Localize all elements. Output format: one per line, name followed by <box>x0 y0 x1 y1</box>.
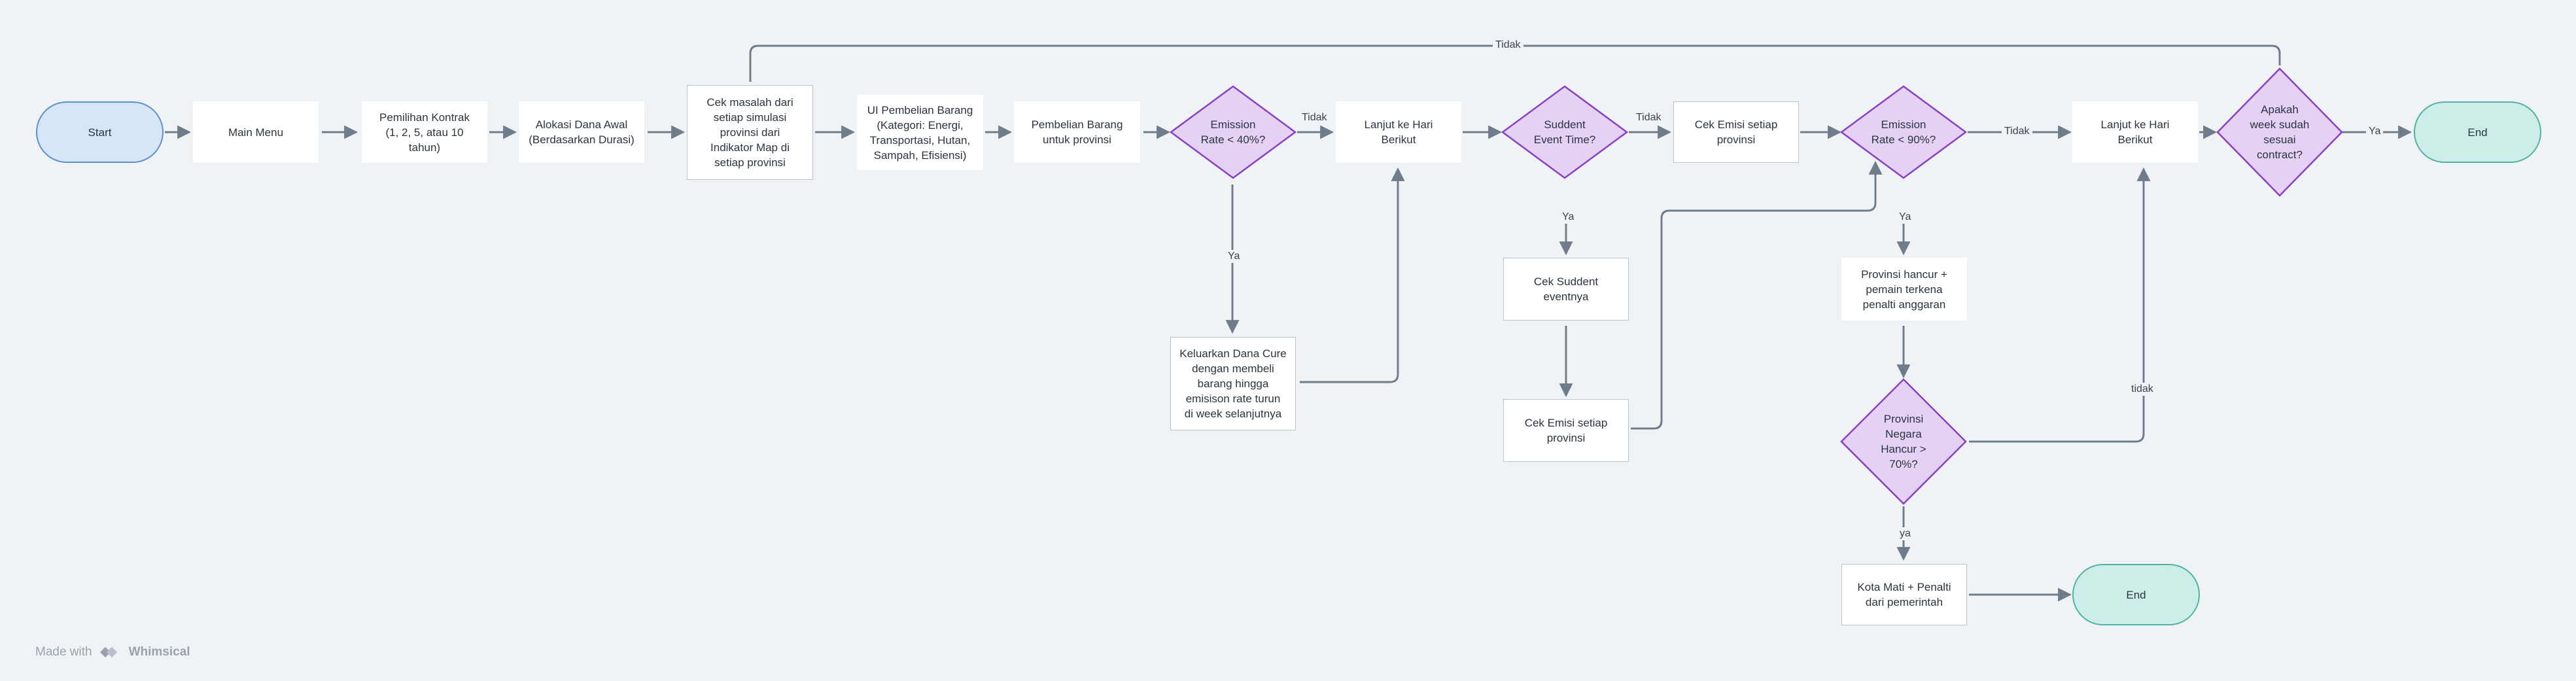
edge-cekemisi2-e90 <box>1631 160 1883 430</box>
edge-keluarkan-lanjut1 <box>1300 167 1405 383</box>
start-label: Start <box>88 126 112 139</box>
pembelian-barang-label: Pembelian Barang untuk provinsi <box>1031 118 1123 146</box>
cek-emisi-label-2: Cek Emisi setiap provinsi <box>1524 417 1608 444</box>
ui-pembelian-box[interactable]: UI Pembelian Barang (Kategori: Energi, T… <box>857 95 983 170</box>
edge-label-tidak-e90: Tidak <box>2002 125 2032 138</box>
decision-emission-40[interactable] <box>1169 85 1297 179</box>
provinsi-hancur-label: Provinsi hancur + pemain terkena penalti… <box>1861 268 1947 311</box>
decision-provinsi-negara[interactable] <box>1840 378 1967 505</box>
cek-masalah-box[interactable]: Cek masalah dari setiap simulasi provins… <box>687 85 813 180</box>
end-label-1: End <box>2467 126 2488 139</box>
week-contract-label: Apakah week sudah sesuai contract? <box>2250 103 2310 161</box>
pembelian-barang-box[interactable]: Pembelian Barang untuk provinsi <box>1014 101 1140 163</box>
lanjut-hari-label-2: Lanjut ke Hari Berikut <box>2100 118 2170 146</box>
end-terminal-2[interactable]: End <box>2072 564 2200 625</box>
cek-suddent-label: Cek Suddent eventnya <box>1533 275 1599 303</box>
lanjut-hari-box-1[interactable]: Lanjut ke Hari Berikut <box>1336 101 1461 163</box>
emission-40-label: Emission Rate < 40%? <box>1200 118 1266 146</box>
cek-emisi-label-1: Cek Emisi setiap provinsi <box>1694 118 1778 146</box>
main-menu-box[interactable]: Main Menu <box>193 101 319 163</box>
made-with-label: Made with <box>35 645 92 659</box>
kota-mati-label: Kota Mati + Penalti dari pemerintah <box>1857 581 1951 608</box>
edge-label-tidak-negara: tidak <box>2129 383 2156 396</box>
keluarkan-dana-box[interactable]: Keluarkan Dana Cure dengan membeli baran… <box>1170 337 1296 430</box>
end-label-2: End <box>2126 588 2146 601</box>
edge-label-tidak-e40: Tidak <box>1299 111 1330 124</box>
suddent-event-label: Suddent Event Time? <box>1533 118 1596 146</box>
ui-pembelian-label: UI Pembelian Barang (Kategori: Energi, T… <box>867 103 973 162</box>
start-terminal[interactable]: Start <box>36 101 164 163</box>
decision-suddent-event[interactable] <box>1501 85 1629 179</box>
edge-label-ya-week: Ya <box>2366 125 2384 138</box>
decision-emission-90[interactable] <box>1839 85 1968 179</box>
edge-negara-lanjut2 <box>1969 167 2151 443</box>
lanjut-hari-box-2[interactable]: Lanjut ke Hari Berikut <box>2072 101 2198 163</box>
edge-label-tidak-suddent: Tidak <box>1633 111 1664 124</box>
cek-masalah-label: Cek masalah dari setiap simulasi provins… <box>706 96 793 169</box>
pemilihan-kontrak-label: Pemilihan Kontrak (1, 2, 5, atau 10 tahu… <box>379 111 470 154</box>
made-with-whimsical[interactable]: Made with Whimsical <box>35 644 190 660</box>
provinsi-negara-label: Provinsi Negara Hancur > 70%? <box>1881 413 1926 470</box>
alokasi-dana-label: Alokasi Dana Awal (Berdasarkan Durasi) <box>529 118 635 146</box>
lanjut-hari-label-1: Lanjut ke Hari Berikut <box>1364 118 1433 146</box>
keluarkan-dana-label: Keluarkan Dana Cure dengan membeli baran… <box>1179 347 1287 420</box>
kota-mati-box[interactable]: Kota Mati + Penalti dari pemerintah <box>1841 564 1967 625</box>
whimsical-brand-label: Whimsical <box>128 645 190 659</box>
alokasi-dana-box[interactable]: Alokasi Dana Awal (Berdasarkan Durasi) <box>519 101 644 163</box>
pemilihan-kontrak-box[interactable]: Pemilihan Kontrak (1, 2, 5, atau 10 tahu… <box>362 101 487 163</box>
emission-90-label: Emission Rate < 90%? <box>1871 118 1936 146</box>
edge-label-ya-e90: Ya <box>1896 211 1914 224</box>
main-menu-label: Main Menu <box>228 126 284 139</box>
edge-label-ya-suddent: Ya <box>1559 211 1577 224</box>
edge-label-ya-e40: Ya <box>1225 250 1243 263</box>
edge-label-ya-negara: ya <box>1897 527 1913 540</box>
provinsi-hancur-box[interactable]: Provinsi hancur + pemain terkena penalti… <box>1841 258 1967 321</box>
whimsical-logo-icon <box>99 647 117 657</box>
cek-emisi-box-1[interactable]: Cek Emisi setiap provinsi <box>1673 101 1799 163</box>
cek-suddent-box[interactable]: Cek Suddent eventnya <box>1503 258 1629 321</box>
cek-emisi-box-2[interactable]: Cek Emisi setiap provinsi <box>1503 399 1629 462</box>
end-terminal-1[interactable]: End <box>2414 101 2541 163</box>
decision-week-contract[interactable] <box>2216 67 2343 197</box>
edge-label-tidak-top: Tidak <box>1493 39 1523 52</box>
